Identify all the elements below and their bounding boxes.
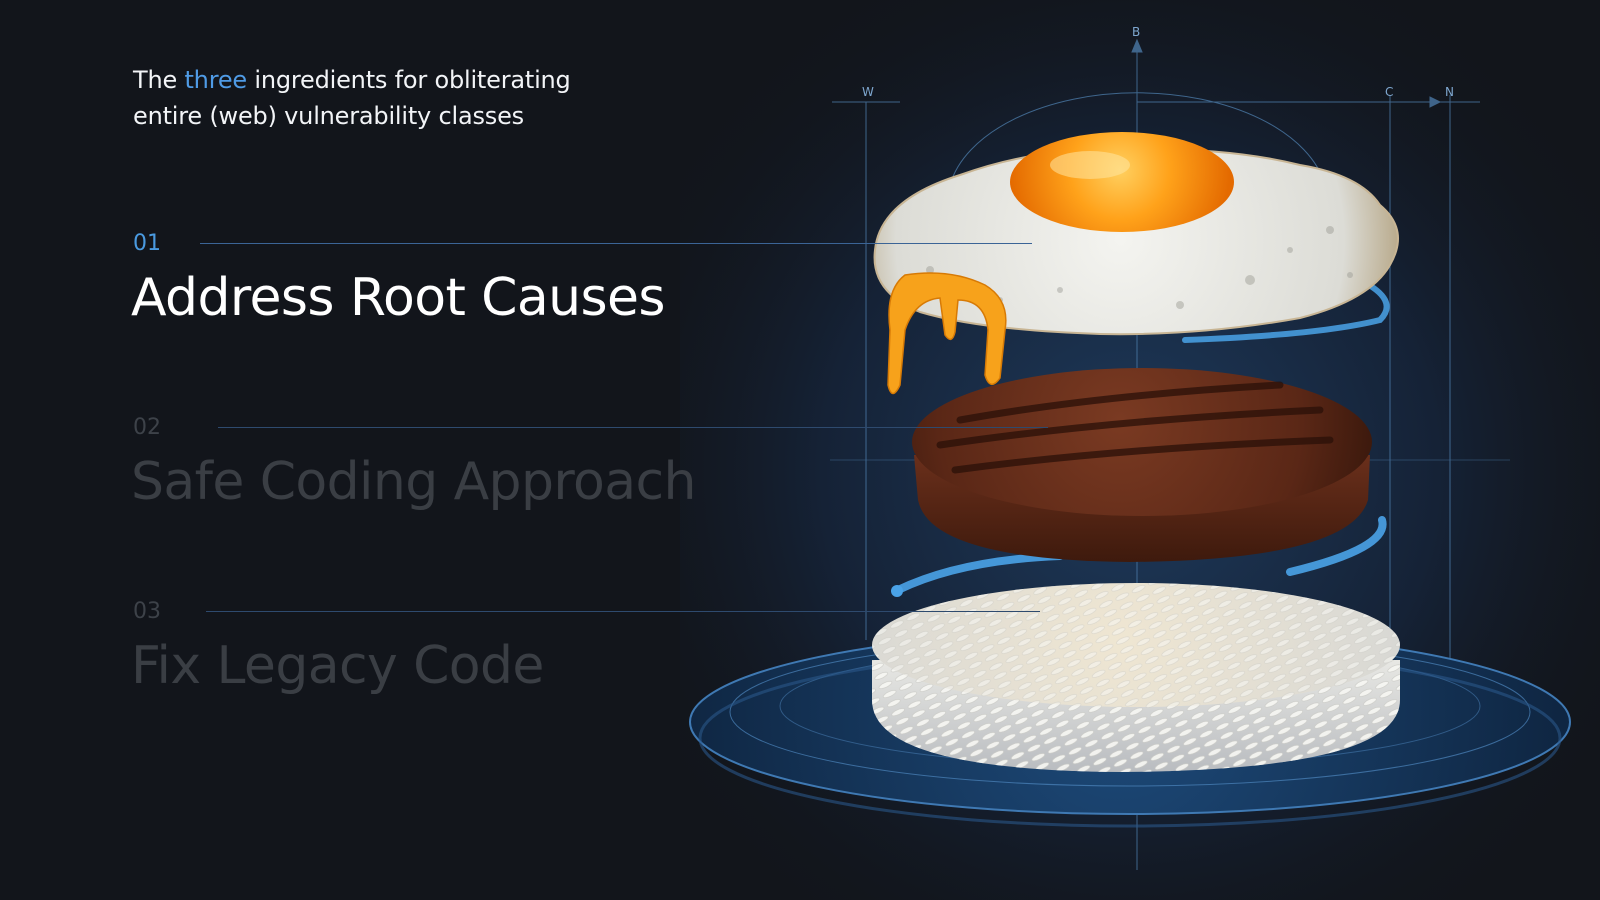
swirl-upper [1182,277,1390,343]
swirl-lower-end [891,585,903,597]
diagram-label-left: W [862,85,874,99]
yolk-drip [887,272,1007,395]
item-2-rule [218,427,1048,428]
diagram-label-right-1: C [1385,85,1393,99]
patty-layer [912,368,1372,562]
heading-line-1: The three ingredients for obliterating [133,62,571,98]
item-2-number: 02 [133,415,161,440]
item-1-title: Address Root Causes [131,268,665,328]
heading-line-1-start: The [133,66,185,94]
rice-layer [872,583,1400,772]
fried-egg [873,132,1399,395]
slide-heading: The three ingredients for obliterating e… [133,62,571,134]
diagram-labels: B W C N [862,25,1454,99]
item-1-number: 01 [133,231,161,256]
heading-line-1-end: ingredients for obliterating [246,66,571,94]
item-3-number: 03 [133,599,161,624]
item-3-title: Fix Legacy Code [131,636,544,696]
item-3-rule [206,611,1040,612]
item-1-rule [200,243,1032,244]
diagram-label-top: B [1132,25,1140,39]
heading-line-2: entire (web) vulnerability classes [133,102,524,130]
diagram-label-right-2: N [1445,85,1454,99]
swirl-lower [894,516,1387,594]
heading-accent-word: three [184,66,247,94]
item-2-title: Safe Coding Approach [131,452,696,512]
